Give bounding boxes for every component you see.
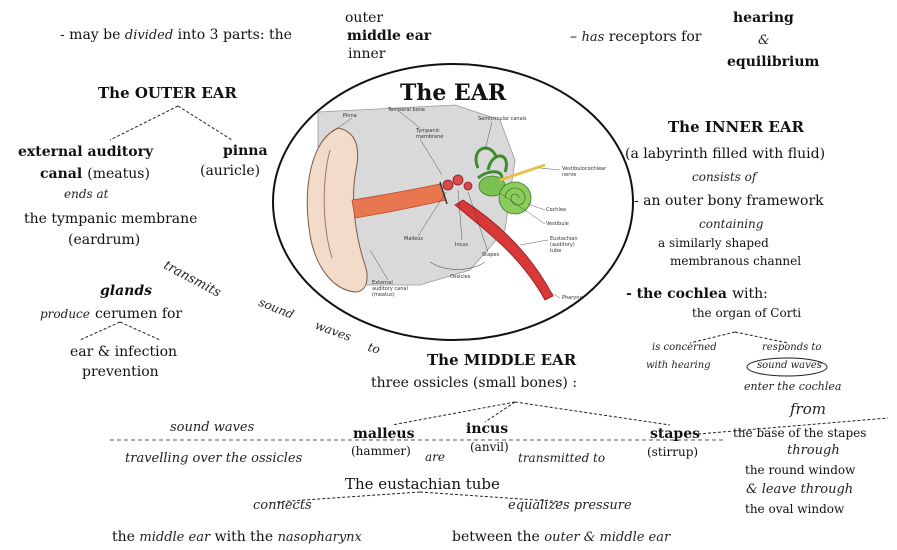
middle-anvil: (anvil) [470,440,509,454]
inner-framework: - an outer bony framework [634,193,824,209]
middle-ossicles: three ossicles (small bones) : [371,375,577,391]
connector-outer-canal [110,106,178,140]
inner-oval-window: the oval window [745,502,844,516]
anatomy-label-eustachian: Eustachian (auditory) tube [550,236,584,254]
divided-pre: - may be [60,27,120,43]
inner-round-window: the round window [745,463,855,477]
inner-containing: containing [699,217,763,231]
anatomy-label-semicircular: Semicircular canals [478,116,527,122]
outer-tympanic: the tympanic membrane [24,211,197,227]
middle-transmitted: transmitted to [518,451,605,465]
connects-middle-ear: middle ear [139,530,210,545]
inner-enter: enter the cochlea [744,380,841,393]
outer-pinna-label: pinna [223,143,268,159]
eustachian-equalizes-text: between the outer & middle ear [452,529,670,545]
middle-stirrup: (stirrup) [647,445,698,459]
equilibrium-label: equilibrium [727,54,819,70]
equalizes-between: between the [452,529,540,545]
has-post: receptors for [609,29,702,45]
inner-cochlea-with: with: [732,286,768,302]
middle-sound-waves: sound waves [170,420,254,435]
middle-ear-heading: The MIDDLE EAR [427,351,576,369]
anatomy-label-temporal: Temporal bone [388,107,425,113]
inner-membranous: membranous channel [670,254,801,268]
inner-base-stapes: the base of the stapes [733,426,866,440]
anatomy-label-cochlea: Cochlea [546,207,566,213]
inner-concerned: is concerned [652,342,717,353]
divided-post: into 3 parts: the [178,27,292,43]
has-word: has [581,30,604,45]
anatomy-label-nerve: Vestibulocochlear nerve [562,166,606,178]
connects-the: the [112,529,135,545]
outer-ear-infection: ear & infection [70,344,177,360]
outer-canal-line1: external auditory [18,144,153,160]
anatomy-label-pinna: Pinna [343,113,357,119]
outer-auricle-label: (auricle) [200,163,260,179]
anatomy-label-canal: External auditory canal (meatus) [372,280,412,298]
ossicle-stapes [464,182,472,190]
outer-ear-heading: The OUTER EAR [98,84,237,102]
anatomy-label-vestibule: Vestibule [546,221,569,227]
outer-cerumen: cerumen for [95,306,182,322]
outer-canal-meatus: (meatus) [87,166,150,182]
inner-responds: responds to [762,342,821,353]
inner-from: from [790,400,826,418]
outer-canal-word: canal [40,166,82,182]
middle-are: are [425,450,445,464]
ossicle-malleus [443,180,453,190]
part-outer: outer [345,10,383,26]
middle-incus: incus [466,421,508,437]
anatomy-label-ossicles: Ossicles [450,274,470,280]
outer-ends-at: ends at [64,187,108,201]
connector-ossicle-stapes [515,402,670,425]
eustachian-connects: connects [253,498,312,513]
inner-cochlea-line: - the cochlea with: [626,283,768,302]
anatomy-label-malleus: Malleus [404,236,423,242]
equalizes-outer-middle: outer & middle ear [544,530,670,545]
inner-with-hearing: with hearing [646,360,711,371]
inner-similarly: a similarly shaped [658,236,769,250]
connector-glands-left [80,322,120,340]
part-middle: middle ear [347,28,431,44]
connector-glands-right [120,322,160,340]
middle-travelling: travelling over the ossicles [125,451,302,466]
ampersand-label: & [758,33,770,48]
outer-canal-line2: canal (meatus) [40,163,150,182]
inner-labyrinth: (a labyrinth filled with fluid) [625,146,825,162]
inner-sound-waves: sound waves [757,360,822,371]
anatomy-label-pharynx: Pharynx [562,295,582,301]
outer-glands: glands [100,283,152,299]
middle-malleus: malleus [353,426,415,442]
inner-leave: & leave through [746,482,853,497]
eustachian-heading: The eustachian tube [345,475,500,493]
inner-through: through [787,443,840,458]
has-receptors: – has receptors for [570,29,701,45]
divided-intro: - may be divided into 3 parts: the [60,27,292,43]
has-dash: – [570,29,577,45]
middle-stapes: stapes [650,426,700,442]
connects-nasopharynx: nasopharynx [278,530,362,545]
eustachian-equalizes: equalizes pressure [508,498,632,513]
eustachian-connects-text: the middle ear with the nasopharynx [112,529,362,545]
ossicle-incus [453,175,463,185]
outer-eardrum: (eardrum) [68,232,140,248]
anatomy-label-incus: Incus [455,242,468,248]
anatomy-label-tympanic: Tympanic membrane [416,128,446,140]
connects-with-the: with the [215,529,273,545]
ear-title: The EAR [400,80,506,106]
divided-word: divided [125,28,173,43]
middle-hammer: (hammer) [351,444,411,458]
inner-organ-corti: the organ of Corti [692,306,801,320]
hearing-label: hearing [733,10,794,26]
anatomy-label-stapes: Stapes [482,252,499,258]
outer-prevention: prevention [82,364,159,380]
inner-ear-heading: The INNER EAR [668,118,804,136]
inner-cochlea: - the cochlea [626,286,727,302]
cochlea-shape [499,182,531,214]
outer-produce-line: produce cerumen for [40,303,182,322]
connector-outer-pinna [178,106,232,140]
part-inner: inner [348,46,386,62]
outer-produce: produce [40,307,90,321]
inner-consists: consists of [692,170,756,184]
